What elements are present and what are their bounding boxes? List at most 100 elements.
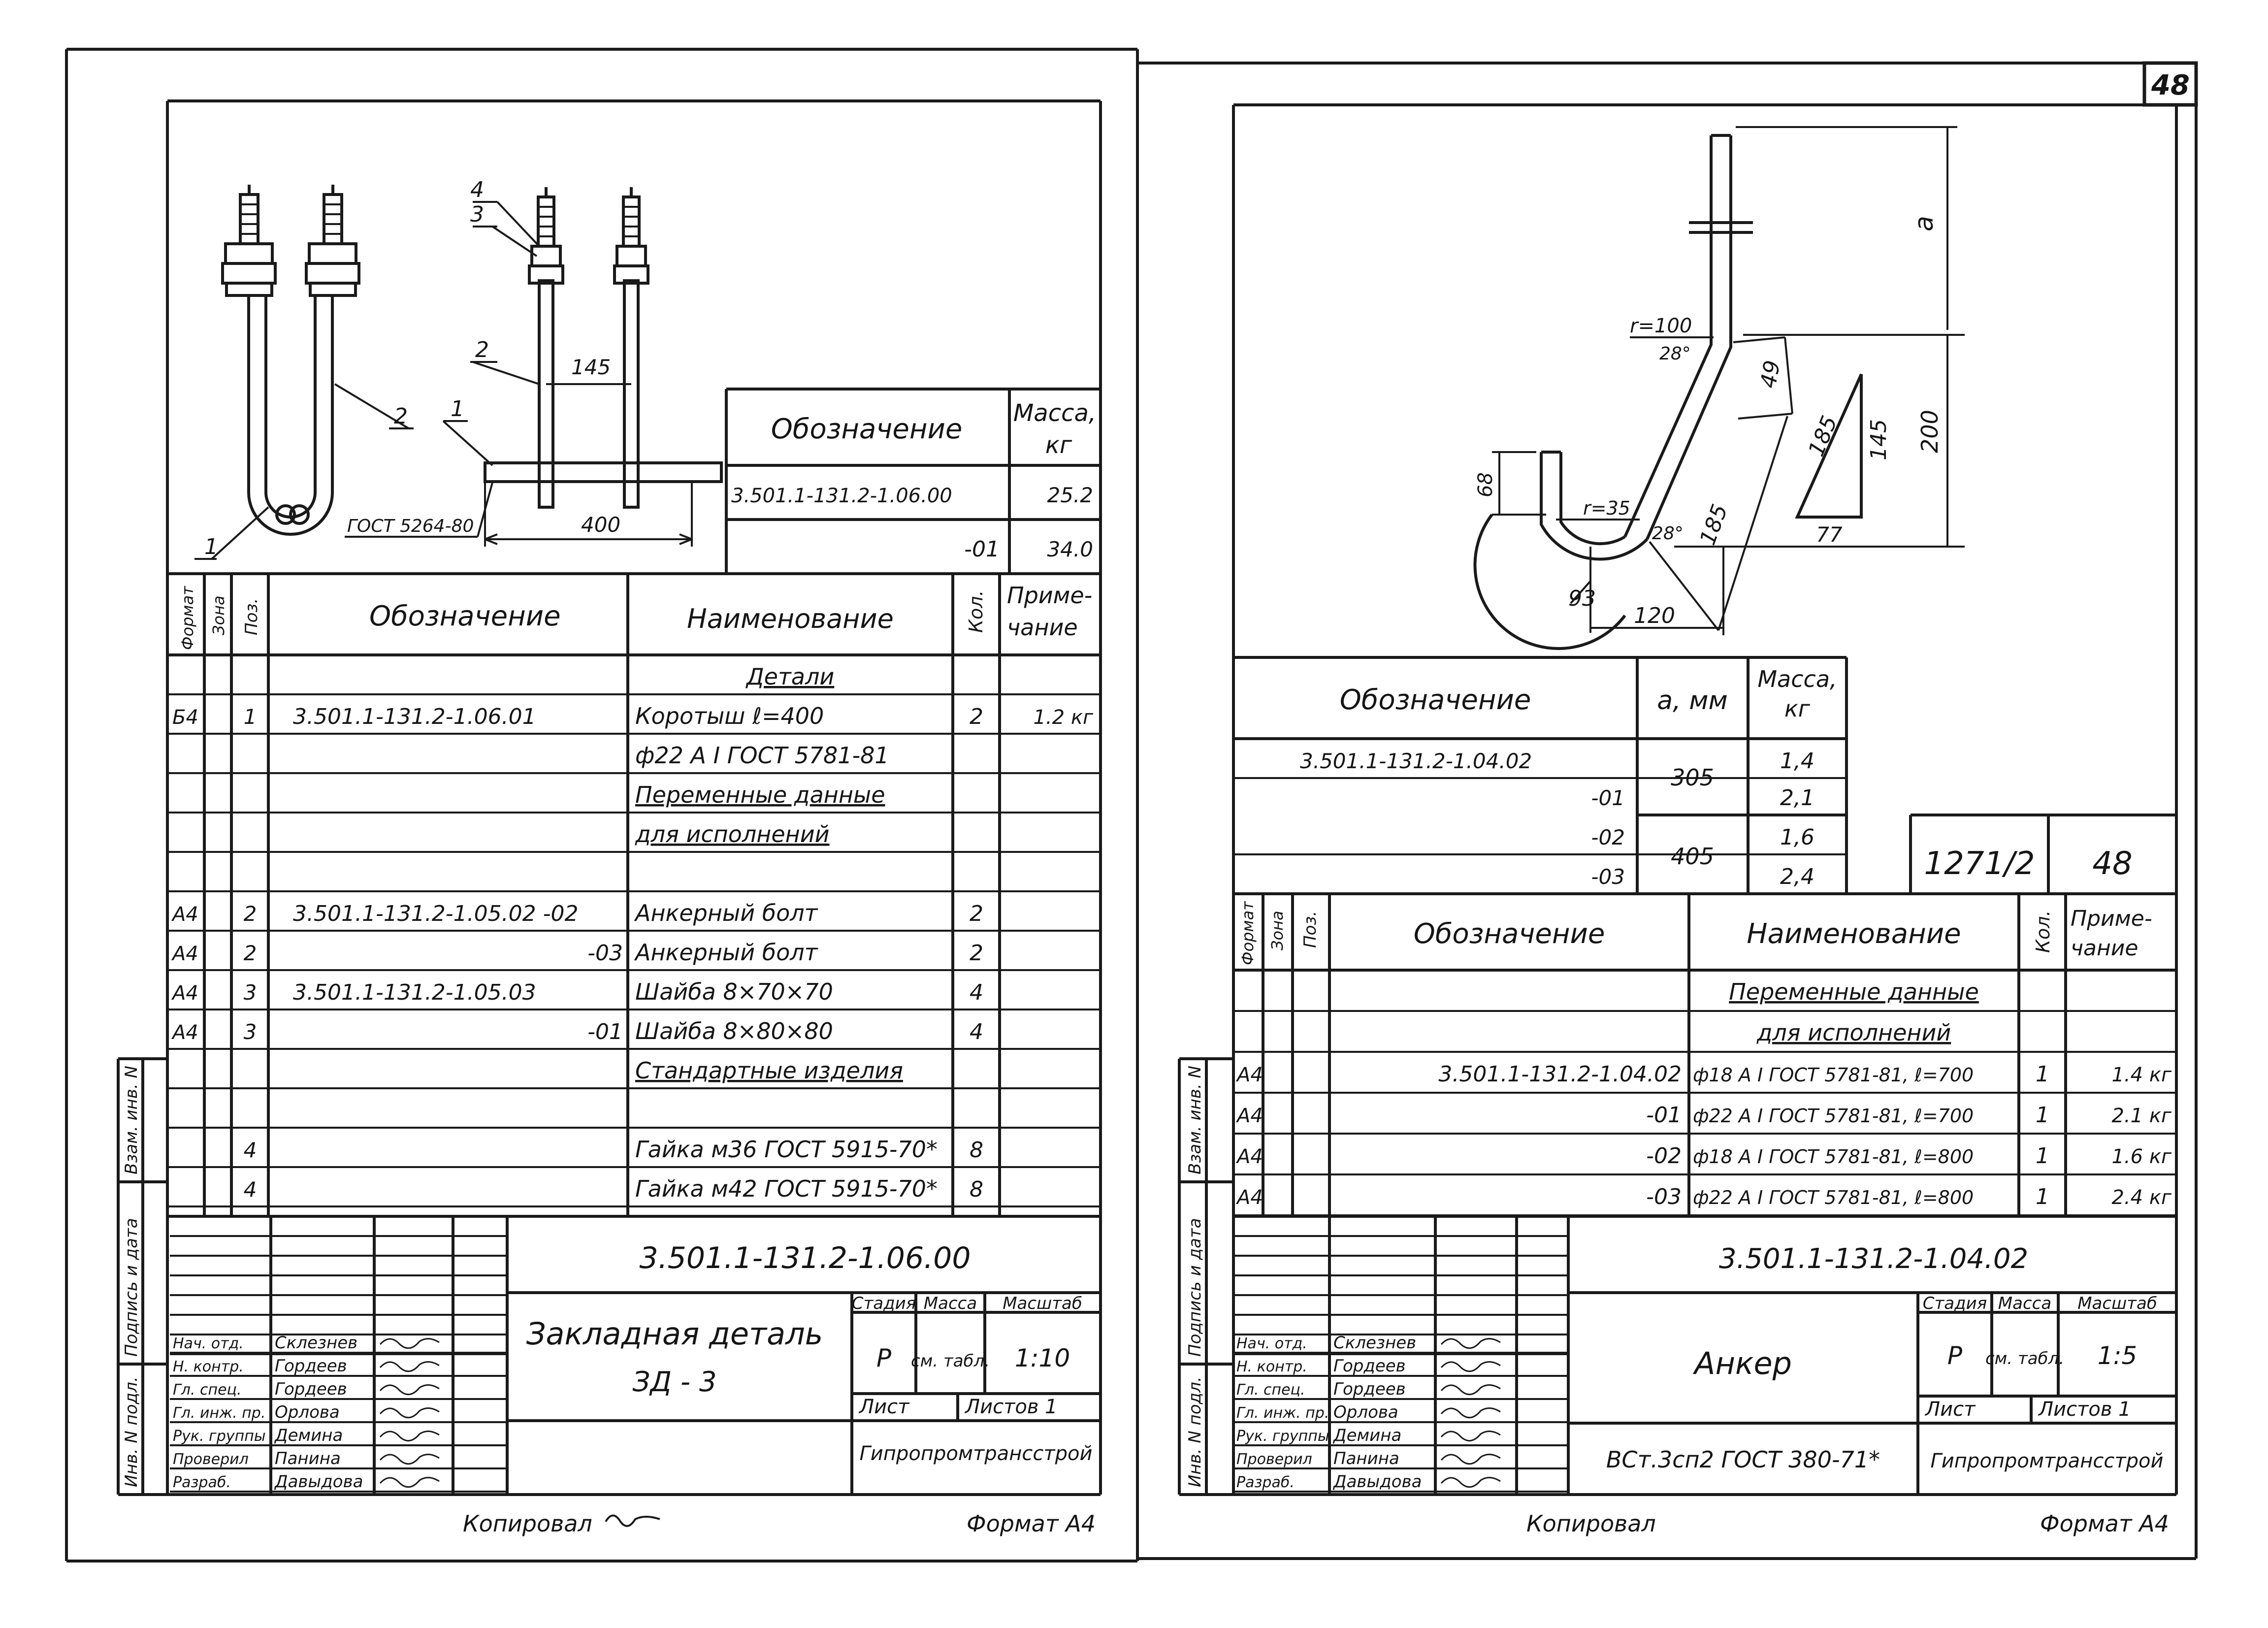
- left-spec-name: Детали: [745, 663, 835, 690]
- right-spec-header-designation: Обозначение: [1414, 918, 1605, 950]
- left-side-label-2: Подпись и дата: [122, 1218, 141, 1357]
- left-spec-format: А4: [171, 903, 198, 926]
- right-side-label-3: Инв. N подл.: [1185, 1376, 1205, 1487]
- right-side-label-1: Взам. инв. N: [1185, 1066, 1205, 1174]
- pos-label-1a: 1: [204, 534, 218, 559]
- right-tb-mass-label: Масса: [1998, 1294, 2051, 1313]
- right-anchor-drawing: a 200 49 185 185 145 77 68 93 120 r=100 …: [1473, 126, 1965, 650]
- left-tb-name: Орлова: [275, 1402, 340, 1422]
- right-album-number: 1271/2: [1924, 846, 2035, 882]
- right-tb-role: Н. контр.: [1236, 1358, 1307, 1375]
- left-spec-header-note-2: чание: [1007, 614, 1078, 641]
- left-tb-signature: [379, 1384, 440, 1396]
- right-mass-table: Обозначение a, мм Масса, кг 3.501.1-131.…: [1233, 656, 2176, 895]
- right-tb-sheets-label: Листов 1: [2038, 1398, 2131, 1421]
- right-spec-name: ф18 A I ГОСТ 5781-81, ℓ=700: [1693, 1064, 1974, 1086]
- right-spec-note: 2.1 кг: [2111, 1105, 2171, 1127]
- left-tb-signature: [379, 1338, 440, 1349]
- right-tb-name: Демина: [1332, 1426, 1401, 1445]
- right-dim-200: 200: [1916, 410, 1943, 453]
- left-mass-row-1-mass: 25.2: [1047, 483, 1093, 507]
- left-tb-sheets-label: Листов 1: [964, 1396, 1058, 1418]
- pos-label-4: 4: [470, 177, 484, 202]
- right-mass-row-4-mass: 2,4: [1780, 864, 1814, 889]
- right-tb-signature: [1440, 1477, 1501, 1488]
- left-tb-role: Н. контр.: [173, 1358, 244, 1375]
- right-side-label-2: Подпись и дата: [1185, 1218, 1205, 1357]
- right-spec-name: ф22 A I ГОСТ 5781-81, ℓ=800: [1693, 1187, 1974, 1208]
- right-tb-signature: [1440, 1454, 1501, 1465]
- left-spec-designation: -03: [587, 941, 623, 966]
- right-tb-role: Гл. спец.: [1236, 1381, 1305, 1399]
- left-spec-qty: 4: [970, 1019, 983, 1044]
- left-tb-role: Проверил: [173, 1451, 249, 1468]
- right-mass-table-header-designation: Обозначение: [1340, 684, 1531, 716]
- right-tb-title: Анкер: [1692, 1345, 1792, 1381]
- left-tb-name: Склезнев: [275, 1333, 357, 1353]
- left-spec-note: 1.2 кг: [1033, 706, 1093, 729]
- left-tb-mass-value: см. табл.: [911, 1351, 990, 1371]
- left-spec-format: А4: [171, 943, 198, 965]
- right-tb-name: Склезнев: [1333, 1333, 1416, 1353]
- left-spec-qty: 8: [970, 1138, 983, 1163]
- left-mass-row-1-designation: 3.501.1-131.2-1.06.00: [731, 485, 952, 507]
- right-spec-note: 1.6 кг: [2111, 1145, 2171, 1168]
- right-tb-signature: [1440, 1338, 1501, 1349]
- right-sheet-frame: [1179, 103, 2178, 1496]
- left-tb-mass-label: Масса: [924, 1294, 977, 1313]
- left-tb-signature: [379, 1361, 440, 1372]
- right-spec-header-note-2: чание: [2071, 936, 2138, 961]
- right-spec-designation: 3.501.1-131.2-1.04.02: [1438, 1062, 1682, 1087]
- right-dim-185-slanted: 185: [1695, 501, 1733, 548]
- left-spec-name: Анкерный болт: [634, 939, 818, 966]
- right-spec-note: 1.4 кг: [2111, 1064, 2171, 1086]
- right-angle-28-top: 28°: [1659, 344, 1691, 364]
- left-mass-table: Обозначение Масса, кг 3.501.1-131.2-1.06…: [167, 388, 1101, 575]
- pos-label-2a: 2: [394, 404, 408, 429]
- right-side-strip: Взам. инв. N Подпись и дата Инв. N подл.: [1178, 1057, 1233, 1495]
- left-tb-scale: 1:10: [1015, 1344, 1070, 1372]
- left-spec-name: Гайка м36 ГОСТ 5915-70*: [635, 1136, 938, 1163]
- left-spec-qty: 2: [970, 901, 983, 926]
- left-tb-name: Гордеев: [275, 1356, 347, 1376]
- right-tb-role: Гл. инж. пр.: [1236, 1404, 1329, 1422]
- left-spec-designation: 3.501.1-131.2-1.05.03: [293, 980, 536, 1005]
- right-spec-name: для исполнений: [1756, 1019, 1951, 1046]
- page-corner-number: 48: [2151, 69, 2190, 101]
- right-tb-scale-label: Масштаб: [2077, 1294, 2157, 1313]
- left-tb-name: Демина: [274, 1426, 343, 1445]
- left-spec-header-zone: Зона: [209, 595, 228, 635]
- left-tb-stage: Р: [876, 1344, 892, 1372]
- right-spec-name: ф18 A I ГОСТ 5781-81, ℓ=800: [1693, 1146, 1974, 1168]
- right-spec-table: Формат Зона Поз. Обозначение Наименовани…: [1233, 894, 2176, 1216]
- left-spec-header-name: Наименование: [687, 603, 894, 634]
- right-spec-note: 2.4 кг: [2111, 1186, 2171, 1209]
- right-spec-designation: -01: [1646, 1103, 1682, 1128]
- left-spec-pos: 4: [244, 1138, 257, 1162]
- left-spec-header-format: Формат: [178, 586, 197, 650]
- right-tb-name: Панина: [1333, 1449, 1399, 1468]
- left-assembly-drawing: 1 2 1 2 3 4 145 400 ГОСТ 5264-80: [194, 177, 723, 560]
- right-dim-93: 93: [1568, 586, 1596, 611]
- right-a-value-2: 405: [1671, 843, 1714, 870]
- right-mass-row-3-designation: -02: [1591, 825, 1625, 849]
- right-spec-qty: 1: [2036, 1062, 2049, 1087]
- right-spec-name: Переменные данные: [1729, 978, 1979, 1005]
- right-tb-role: Нач. отд.: [1236, 1335, 1307, 1352]
- dim-400-left: 400: [581, 513, 620, 537]
- right-tb-name: Гордеев: [1333, 1379, 1406, 1399]
- right-sheet-number: 48: [2092, 846, 2132, 882]
- right-dim-145-triangle: 145: [1866, 419, 1891, 460]
- right-tb-role: Проверил: [1236, 1451, 1312, 1468]
- right-mass-table-header-a: a, мм: [1657, 686, 1727, 716]
- right-tb-organization: Гипропромтрансстрой: [1931, 1450, 2164, 1472]
- right-dim-120: 120: [1634, 603, 1675, 628]
- dim-145-left: 145: [571, 355, 611, 379]
- left-spec-qty: 8: [970, 1177, 983, 1202]
- left-title-block: 3.501.1-131.2-1.06.00 Закладная деталь З…: [167, 1215, 1101, 1495]
- left-tb-name: Гордеев: [275, 1379, 347, 1399]
- left-tb-document-code: 3.501.1-131.2-1.06.00: [639, 1241, 971, 1275]
- right-spec-format: А4: [1235, 1145, 1263, 1168]
